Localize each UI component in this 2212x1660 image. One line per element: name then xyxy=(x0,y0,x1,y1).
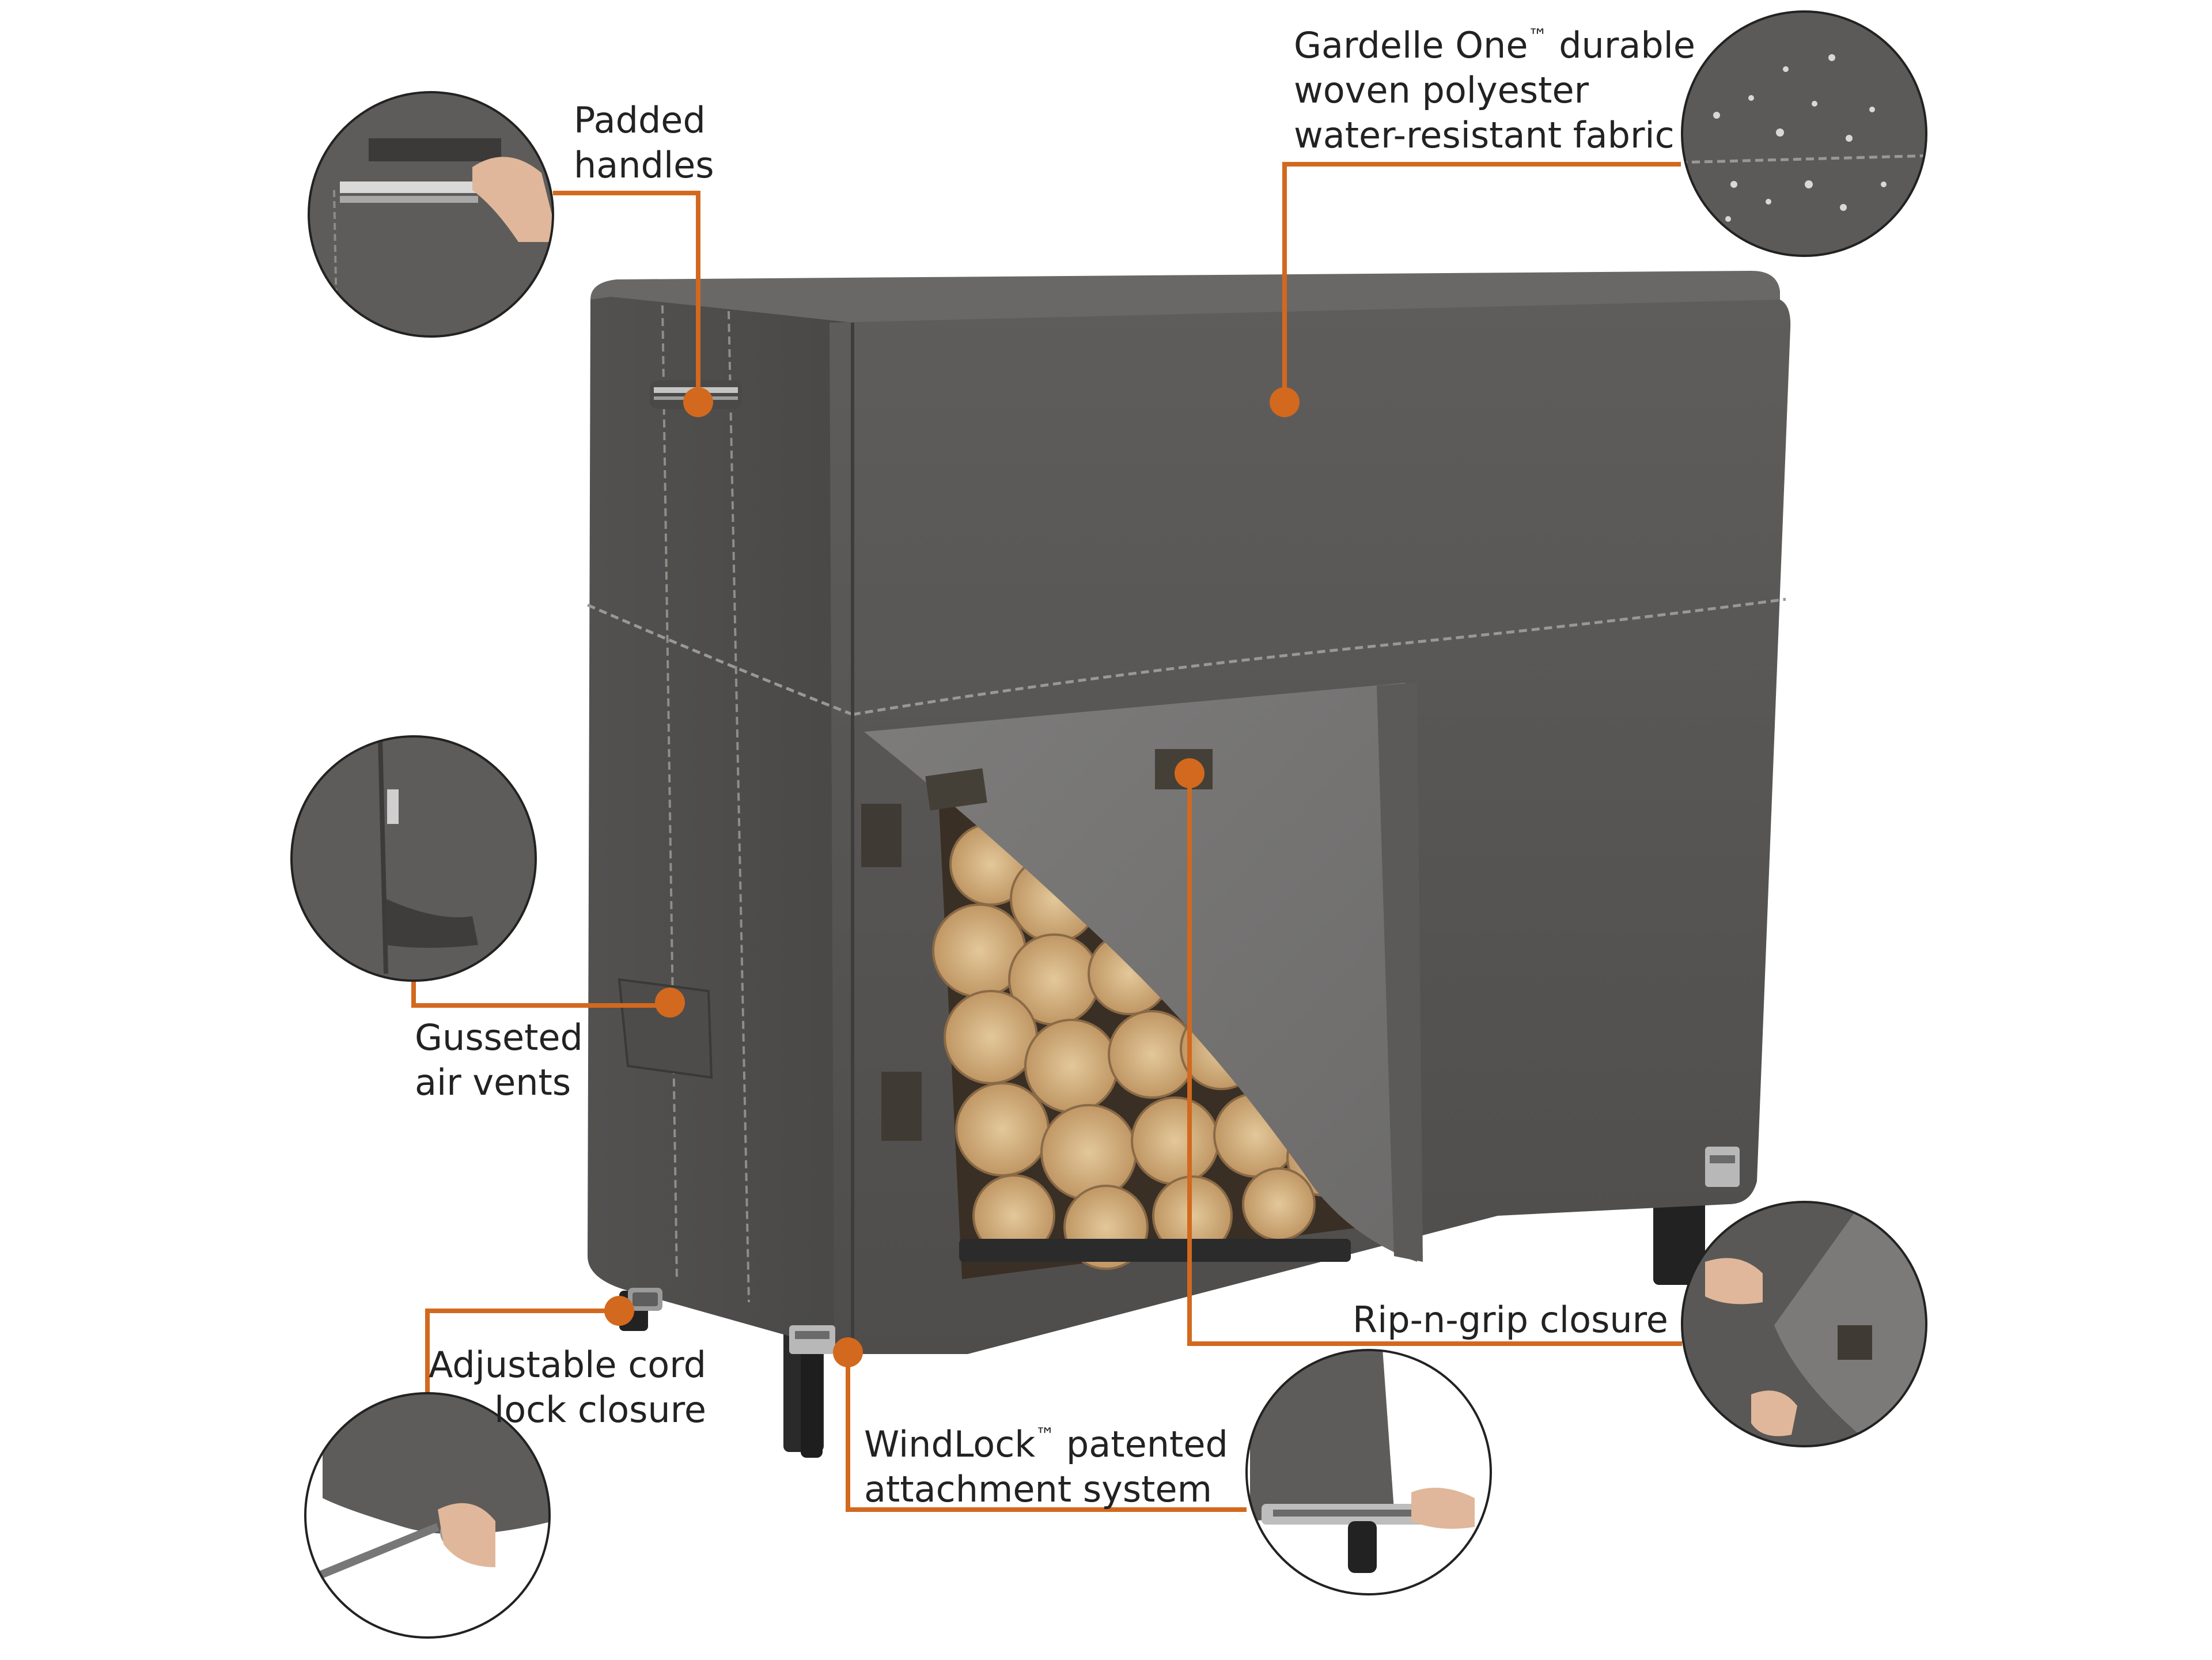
fabric-line3: water-resistant fabric xyxy=(1294,114,1675,156)
vents-line1: Gusseted xyxy=(415,1016,583,1058)
leader-handles xyxy=(553,191,700,402)
leader-windlock xyxy=(846,1352,1247,1512)
windlock-line1-rest: patented xyxy=(1055,1423,1228,1465)
fabric-line1: Gardelle One™ durable xyxy=(1294,23,1695,68)
handles-line2: handles xyxy=(574,144,714,186)
callout-leader-lines xyxy=(411,162,1682,1512)
windlock-strap-detail-icon xyxy=(1245,1349,1492,1595)
leader-vents xyxy=(411,981,670,1008)
padded-handle-detail-icon xyxy=(308,91,554,338)
hook-loop-patch-side-1 xyxy=(861,804,902,867)
callout-dots xyxy=(604,387,1300,1367)
dot-cordlock xyxy=(604,1296,634,1326)
cord-lock-detail-icon xyxy=(304,1392,551,1639)
fabric-brand: Gardelle One xyxy=(1294,24,1528,66)
windlock-tm: ™ xyxy=(1035,1424,1055,1447)
cover-side-panel xyxy=(588,290,853,1354)
rack-base-bar xyxy=(959,1239,1351,1262)
fabric-tm: ™ xyxy=(1528,25,1548,48)
dot-fabric xyxy=(1270,387,1300,417)
label-fabric: Gardelle One™ durable woven polyester wa… xyxy=(1294,23,1695,158)
cordlock-line2: lock closure xyxy=(494,1389,706,1431)
leader-fabric xyxy=(1282,162,1681,402)
rack-leg-front-left-b xyxy=(801,1325,823,1458)
windlock-line1: WindLock™ patented xyxy=(864,1422,1228,1467)
log-rack-cover xyxy=(587,271,1791,1458)
hook-loop-patch-1 xyxy=(925,768,987,811)
dot-vents xyxy=(655,988,685,1018)
rip-n-grip-flap xyxy=(864,683,1417,1262)
hook-loop-closure-detail-icon xyxy=(1681,1201,1927,1447)
windlock-hardware-right xyxy=(1705,1147,1740,1187)
front-horizontal-seam xyxy=(852,598,1786,716)
air-vent-detail-icon xyxy=(290,735,537,982)
flap-edge xyxy=(1377,683,1423,1262)
windlock-hardware xyxy=(789,1325,835,1354)
leader-closure xyxy=(1187,773,1682,1346)
label-rip-n-grip: Rip-n-grip closure xyxy=(1353,1298,1668,1343)
cord-lock-hardware xyxy=(628,1288,662,1311)
side-vertical-seam-1 xyxy=(661,305,678,1280)
leader-cordlock xyxy=(425,1309,619,1393)
hook-loop-patch-side-2 xyxy=(881,1072,922,1141)
label-cord-lock: Adjustable cord lock closure xyxy=(397,1343,706,1432)
fabric-line2: woven polyester xyxy=(1294,69,1589,111)
dot-windlock xyxy=(833,1337,863,1367)
label-padded-handles: Padded handles xyxy=(574,98,714,188)
windlock-line2: attachment system xyxy=(864,1468,1212,1510)
water-beading-fabric-detail-icon xyxy=(1681,10,1927,257)
label-windlock: WindLock™ patented attachment system xyxy=(864,1422,1228,1512)
windlock-brand: WindLock xyxy=(864,1423,1036,1465)
handles-line1: Padded xyxy=(574,99,706,141)
label-gusseted-vents: Gusseted air vents xyxy=(415,1015,583,1105)
dot-closure xyxy=(1175,758,1205,788)
vents-line2: air vents xyxy=(415,1061,571,1103)
closure-line1: Rip-n-grip closure xyxy=(1353,1299,1668,1341)
cordlock-line1: Adjustable cord xyxy=(428,1344,706,1386)
rack-leg-back-right xyxy=(1653,1198,1705,1285)
side-horizontal-seam xyxy=(587,603,853,716)
side-vertical-seam-2 xyxy=(728,311,750,1303)
dot-handles xyxy=(683,387,713,417)
fabric-line1-rest: durable xyxy=(1547,24,1696,66)
